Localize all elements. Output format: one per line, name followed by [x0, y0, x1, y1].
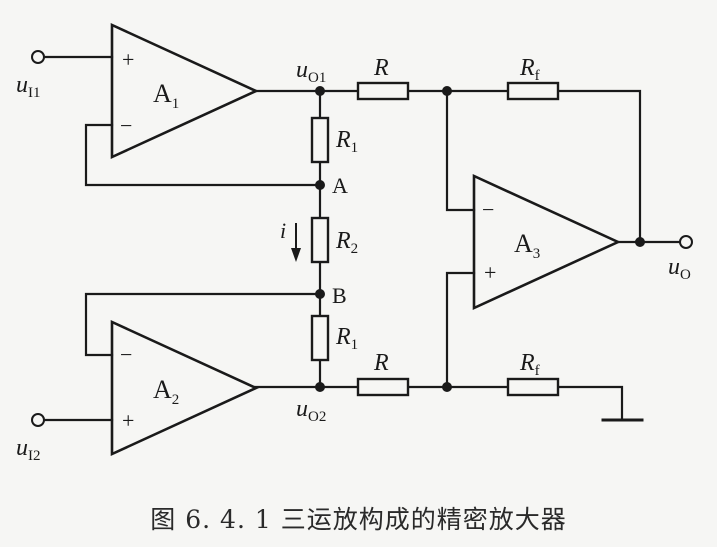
- label-ui1: uI1: [16, 72, 41, 101]
- wire-a3-plus: [445, 271, 476, 389]
- op-amp-a2-label: A2: [153, 375, 179, 408]
- junction-bottom-right: [442, 382, 452, 392]
- resistor-r-bottom: [356, 377, 410, 397]
- resistor-rf-top: [506, 81, 560, 101]
- label-node-a: A: [332, 173, 348, 198]
- junction-node-b: [315, 289, 325, 299]
- op-amp-a1-minus-sign: −: [120, 113, 132, 138]
- current-arrow: i: [280, 218, 301, 262]
- terminal-ui1: [31, 50, 45, 64]
- current-arrow-head: [291, 248, 301, 262]
- junction-node-a: [315, 180, 325, 190]
- figure-caption: 图 6. 4. 1 三运放构成的精密放大器: [150, 505, 567, 534]
- junctions: [315, 86, 645, 392]
- junction-uo2: [315, 382, 325, 392]
- wire-rf-top-to-output: [556, 89, 642, 244]
- resistors: [310, 81, 560, 397]
- op-amp-a2-minus-sign: −: [120, 342, 132, 367]
- label-rf-bottom: Rf: [519, 350, 540, 379]
- op-amp-a1-label: A1: [153, 79, 179, 112]
- junction-uo1: [315, 86, 325, 96]
- label-ui2: uI2: [16, 435, 41, 464]
- label-r1-bottom: R1: [335, 324, 358, 353]
- current-label: i: [280, 218, 286, 243]
- op-amp-a3-label: A3: [514, 229, 540, 262]
- terminal-ui2: [31, 413, 45, 427]
- labels: uI1 uI2 uO1 uO2 uO R Rf R1 R2 R1 R Rf A …: [16, 55, 691, 464]
- op-amp-a3-plus-sign: +: [484, 260, 496, 285]
- op-amp-a1-body: [110, 22, 260, 160]
- label-uo1: uO1: [296, 57, 326, 86]
- label-uo2: uO2: [296, 396, 326, 425]
- junction-top-right: [442, 86, 452, 96]
- op-amp-a3-body: [472, 173, 622, 311]
- op-amp-a2-body: [110, 319, 260, 457]
- label-uo: uO: [668, 254, 691, 283]
- wire-a3-minus: [445, 89, 476, 212]
- label-r2: R2: [335, 228, 358, 257]
- op-amp-a3: − + A3: [472, 173, 622, 311]
- resistor-r1-top: [310, 116, 330, 164]
- label-r1-top: R1: [335, 127, 358, 156]
- op-amp-a1-plus-sign: +: [122, 47, 134, 72]
- wire-a1-feedback: [84, 123, 322, 187]
- terminals: [31, 50, 693, 427]
- circuit-diagram: + − A1 − + A2 − + A3: [16, 22, 693, 464]
- resistor-r-top: [356, 81, 410, 101]
- op-amp-a2: − + A2: [110, 319, 260, 457]
- junction-output: [635, 237, 645, 247]
- label-node-b: B: [332, 283, 347, 308]
- resistor-r1-bottom: [310, 314, 330, 362]
- resistor-rf-bottom: [506, 377, 560, 397]
- terminal-uo: [679, 235, 693, 249]
- label-rf-top: Rf: [519, 55, 540, 84]
- op-amp-a2-plus-sign: +: [122, 408, 134, 433]
- wire-a2-feedback: [84, 292, 322, 357]
- resistor-r2: [310, 216, 330, 264]
- op-amp-a3-minus-sign: −: [482, 197, 494, 222]
- op-amp-a1: + − A1: [110, 22, 260, 160]
- label-r-bottom: R: [373, 350, 389, 376]
- label-r-top: R: [373, 55, 389, 81]
- wires: [42, 55, 682, 422]
- wire-rf-bot-to-ground: [556, 385, 624, 420]
